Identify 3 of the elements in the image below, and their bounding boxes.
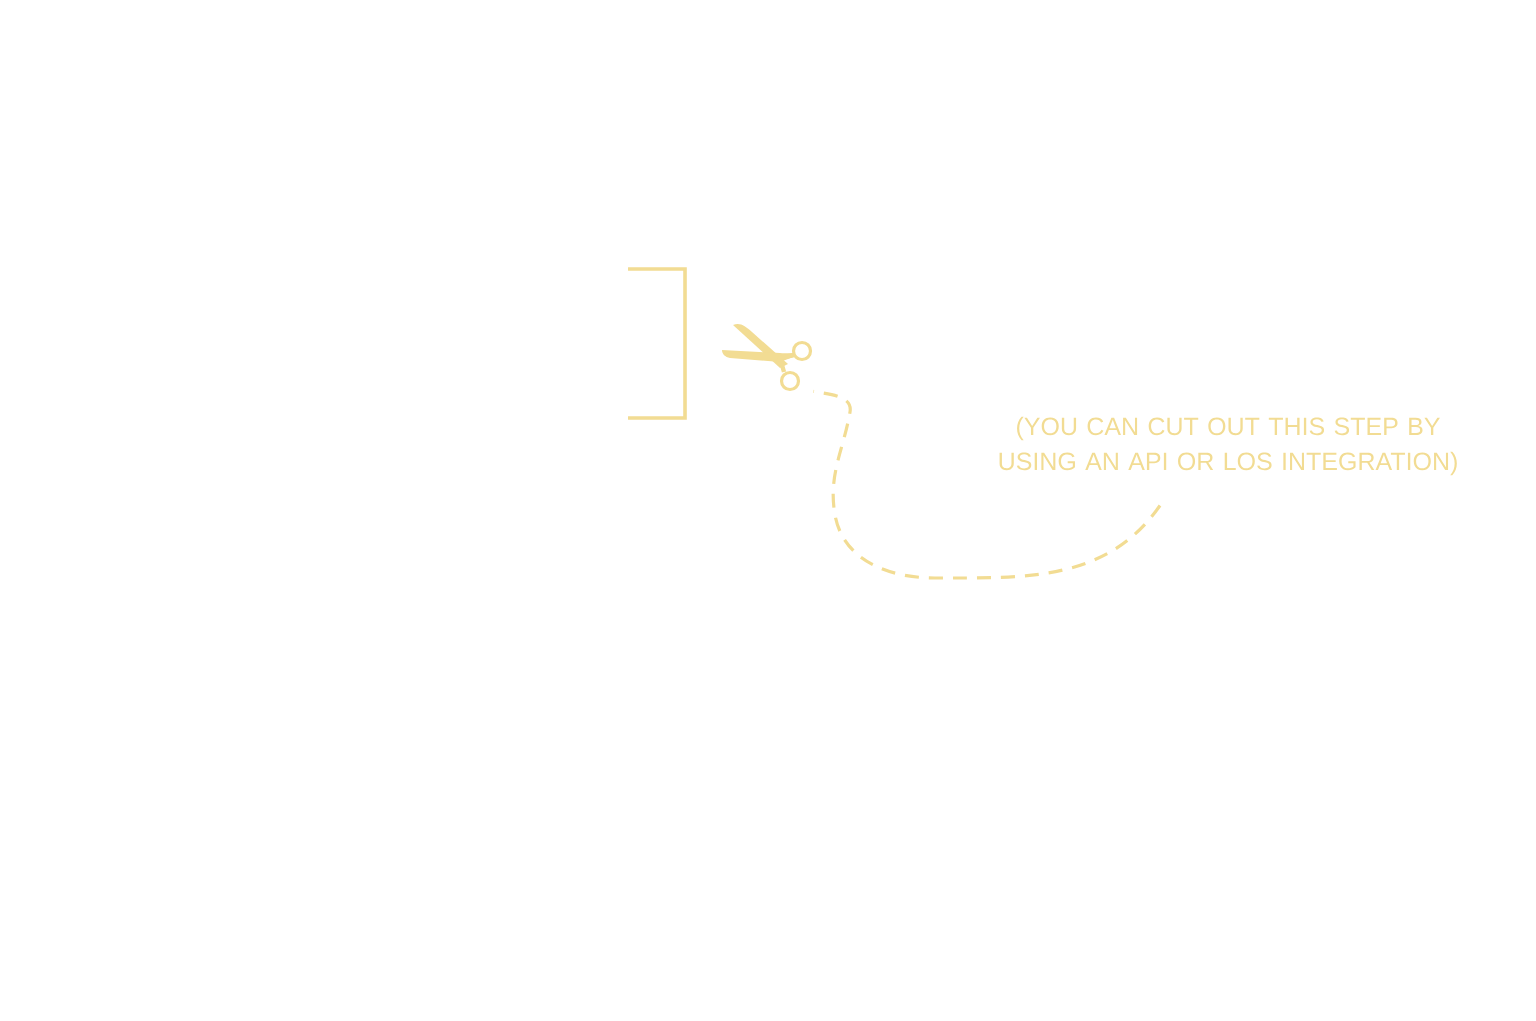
leader-line — [813, 389, 1162, 580]
note-text: (YOU CAN CUT OUT THIS STEP BY USING AN API OR LOS INTEGRATION) — [999, 416, 1457, 476]
scissors-drawing — [722, 324, 813, 392]
